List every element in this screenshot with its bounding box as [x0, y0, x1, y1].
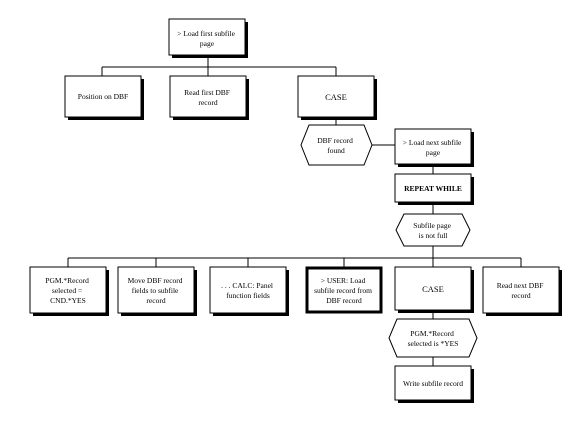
- root-label-line1: > Load first subfile: [177, 29, 235, 38]
- condition-record-selected-yes: PGM.*Record selected is *YES: [388, 318, 478, 358]
- svg-text:Read next DBF record: Read next DBF record: [497, 281, 546, 300]
- cond-selected-line2: selected is *YES: [408, 339, 459, 348]
- move-fields-line1: Move DBF record: [128, 276, 183, 285]
- svg-text:> Load next subfile page: > Load next subfile page: [403, 138, 463, 157]
- cond-not-full-line1: Subfile page: [413, 221, 451, 230]
- node-read-first-dbf-record: Read first DBF record: [169, 75, 249, 120]
- pgm-selected-line1: PGM.*Record: [45, 276, 89, 285]
- condition-subfile-page-not-full: Subfile page is not full: [395, 213, 471, 247]
- node-calc-panel-fields: . . . CALC: Panel function fields: [209, 266, 289, 316]
- node-load-first-subfile-page: > Load first subfile page: [168, 18, 248, 58]
- user-load-line3: DBF record: [326, 296, 362, 305]
- case2-label: CASE: [422, 284, 444, 294]
- write-record-label: Write subfile record: [403, 379, 463, 388]
- svg-text:> Load first subfile pag: > Load first subfile page: [177, 29, 237, 48]
- repeat-while-label: REPEAT WHILE: [404, 184, 462, 193]
- node-position-on-dbf: Position on DBF: [64, 75, 144, 120]
- svg-text:Subfile page is not full: Subfile page is not full: [413, 221, 453, 240]
- load-next-line2: page: [426, 148, 441, 157]
- calc-line1: . . . CALC: Panel: [221, 281, 273, 290]
- cond-not-full-line2: is not full: [419, 231, 448, 240]
- svg-text:. . . CALC: Panel functi: . . . CALC: Panel function fields: [221, 281, 275, 300]
- node-case-2: CASE: [394, 266, 474, 313]
- node-load-next-subfile-page: > Load next subfile page: [394, 128, 474, 167]
- svg-text:> USER: Load subfile rec: > USER: Load subfile record from DBF rec…: [314, 276, 374, 305]
- node-pgm-record-selected: PGM.*Record selected = CND.*YES: [29, 266, 109, 316]
- read-next-line2: record: [511, 291, 530, 300]
- svg-text:PGM.*Record selected is: PGM.*Record selected is *YES: [408, 329, 459, 348]
- svg-text:Read first DBF record: Read first DBF record: [184, 88, 232, 107]
- node-repeat-while: REPEAT WHILE: [394, 173, 474, 205]
- node-read-next-dbf-record: Read next DBF record: [482, 266, 562, 316]
- case1-label: CASE: [325, 92, 347, 102]
- user-load-line1: > USER: Load: [321, 276, 366, 285]
- read-first-line1: Read first DBF: [184, 88, 230, 97]
- pgm-selected-line2: selected =: [52, 286, 82, 295]
- move-fields-line3: record: [146, 296, 165, 305]
- cond-found-line1: DBF record: [317, 136, 353, 145]
- position-dbf-label: Position on DBF: [78, 92, 128, 101]
- node-move-dbf-fields: Move DBF record fields to subfile record: [117, 266, 197, 316]
- cond-found-line2: found: [327, 146, 345, 155]
- node-user-load-subfile-record: > USER: Load subfile record from DBF rec…: [305, 266, 383, 314]
- read-first-line2: record: [198, 98, 217, 107]
- condition-dbf-record-found: DBF record found: [300, 124, 373, 166]
- user-load-line2: subfile record from: [314, 286, 372, 295]
- node-write-subfile-record: Write subfile record: [394, 365, 474, 403]
- svg-text:Move DBF record fields t: Move DBF record fields to subfile record: [128, 276, 185, 305]
- calc-line2: function fields: [226, 291, 270, 300]
- root-label-line2: page: [200, 39, 215, 48]
- cond-selected-line1: PGM.*Record: [410, 329, 454, 338]
- pgm-selected-line3: CND.*YES: [50, 296, 86, 305]
- move-fields-line2: fields to subfile: [132, 286, 179, 295]
- read-next-line1: Read next DBF: [497, 281, 544, 290]
- svg-text:PGM.*Record selected =: PGM.*Record selected = CND.*YES: [45, 276, 90, 305]
- node-case-1: CASE: [297, 75, 377, 120]
- svg-text:DBF record found: DBF record found: [317, 136, 355, 155]
- load-next-line1: > Load next subfile: [403, 138, 462, 147]
